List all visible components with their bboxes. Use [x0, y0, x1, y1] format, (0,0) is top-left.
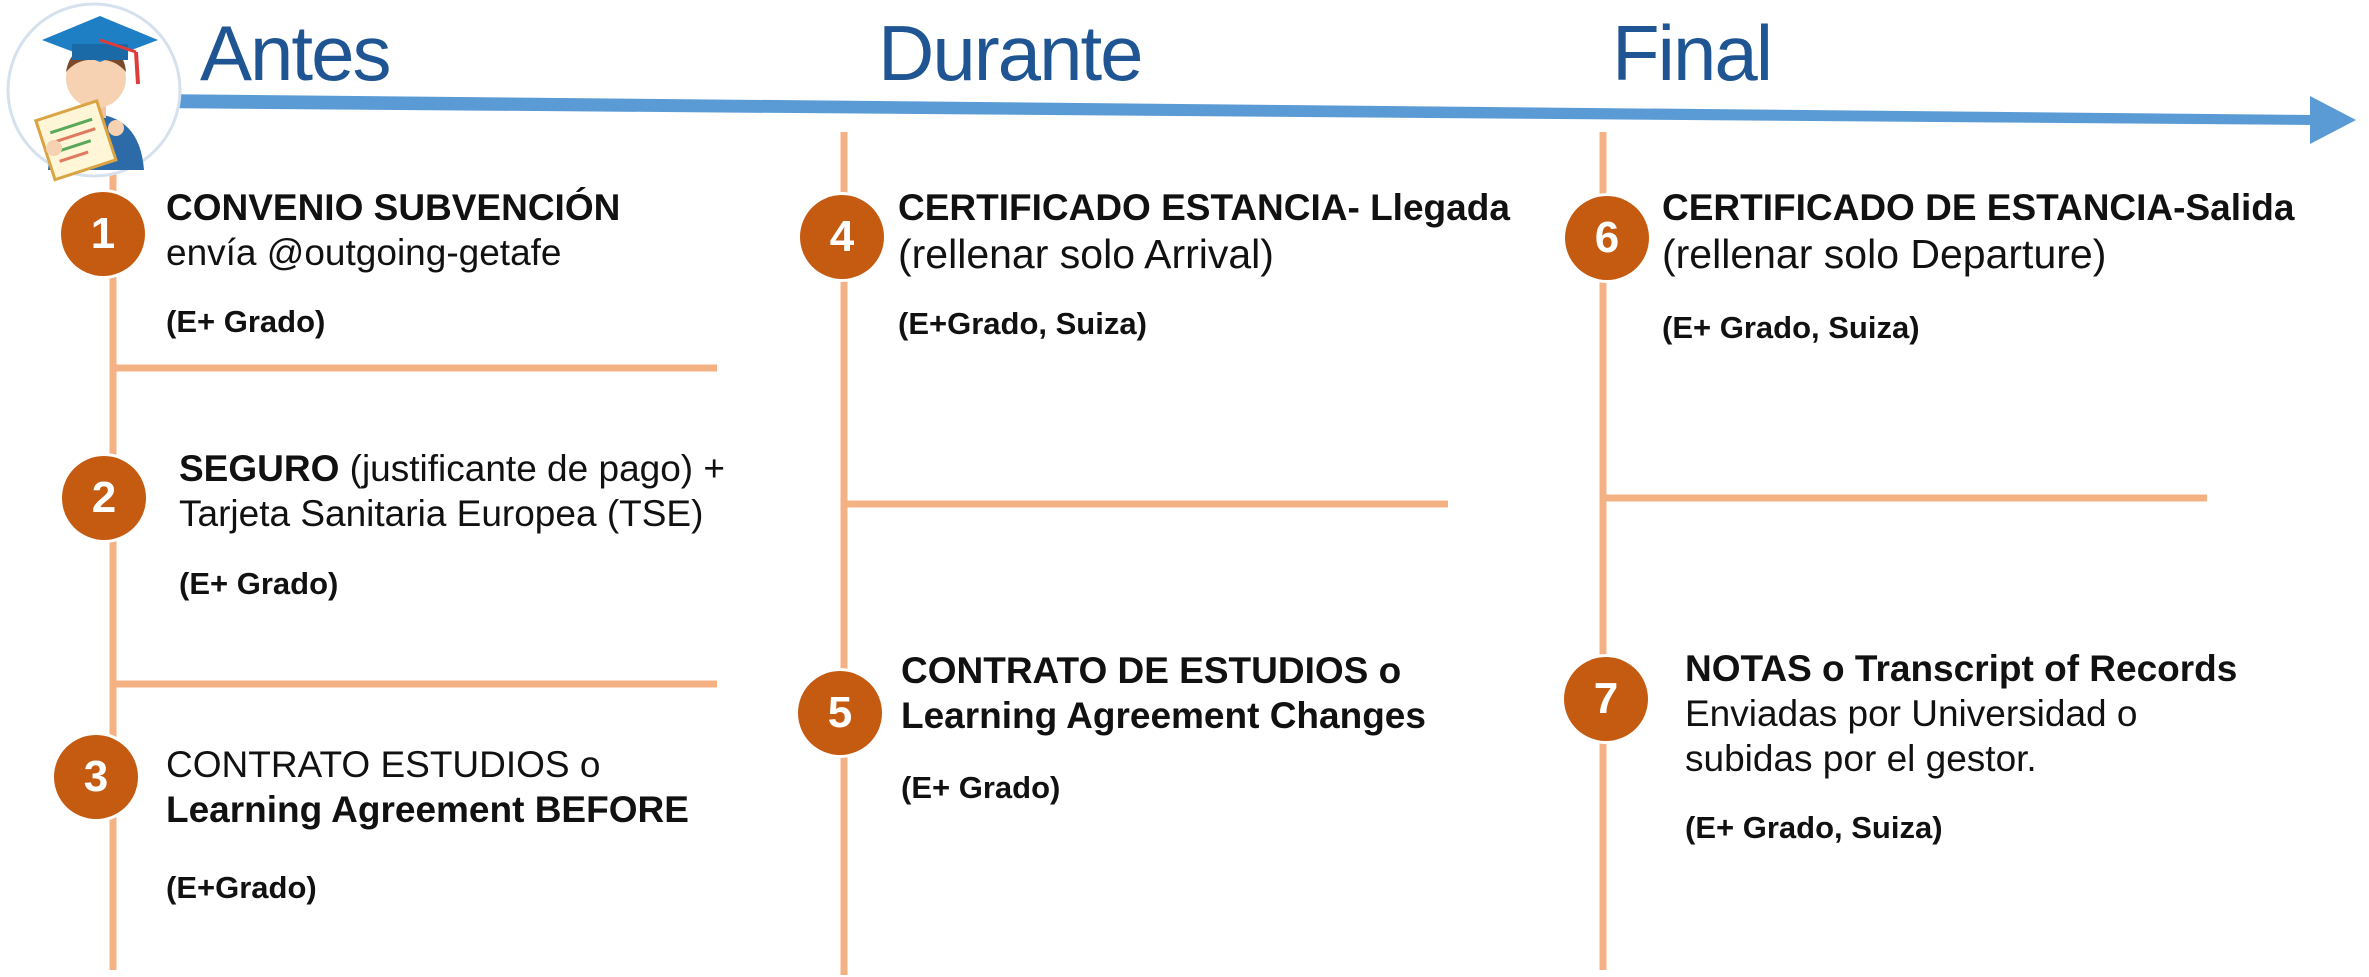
- step-6-number-badge: 6: [1565, 196, 1649, 280]
- step-3-eligibility-tag: (E+Grado): [166, 870, 317, 905]
- step-3-title: Learning Agreement BEFORE: [166, 789, 689, 830]
- step-4-card: CERTIFICADO ESTANCIA- Llegada (rellenar …: [898, 185, 1510, 342]
- step-4-number-badge: 4: [800, 195, 884, 279]
- step-7-description-line-2: subidas por el gestor.: [1685, 738, 2037, 779]
- step-7-number-badge: 7: [1564, 657, 1648, 741]
- step-5-title-continued: Learning Agreement Changes: [901, 695, 1426, 736]
- step-5-title: CONTRATO DE ESTUDIOS o: [901, 650, 1402, 691]
- step-4-title: CERTIFICADO ESTANCIA- Llegada: [898, 187, 1510, 228]
- step-2-title-line: SEGURO (justificante de pago) +: [179, 446, 725, 491]
- step-6-title: CERTIFICADO DE ESTANCIA-Salida: [1662, 187, 2295, 228]
- graduate-student-icon: [6, 2, 182, 182]
- step-1-number-badge: 1: [61, 192, 145, 276]
- step-2-number-badge: 2: [62, 456, 146, 540]
- step-2-description: Tarjeta Sanitaria Europea (TSE): [179, 493, 704, 534]
- step-3-number-badge: 3: [54, 735, 138, 819]
- step-1-description: envía @outgoing-getafe: [166, 232, 562, 273]
- step-6-description: (rellenar solo Departure): [1662, 231, 2107, 277]
- step-6-eligibility-tag: (E+ Grado, Suiza): [1662, 310, 1920, 345]
- step-1-eligibility-tag: (E+ Grado): [166, 304, 326, 339]
- step-2-title-suffix: (justificante de pago) +: [339, 448, 726, 489]
- step-2-title: SEGURO: [179, 448, 340, 489]
- step-4-eligibility-tag: (E+Grado, Suiza): [898, 306, 1147, 341]
- phase-title-durante: Durante: [878, 9, 1143, 97]
- step-5-eligibility-tag: (E+ Grado): [901, 770, 1061, 805]
- step-1-card: CONVENIO SUBVENCIÓN envía @outgoing-geta…: [166, 185, 620, 340]
- step-3-card: CONTRATO ESTUDIOS o Learning Agreement B…: [166, 742, 689, 906]
- step-3-description: CONTRATO ESTUDIOS o: [166, 744, 601, 785]
- step-7-card: NOTAS o Transcript of Records Enviadas p…: [1685, 646, 2237, 846]
- step-7-description-line-1: Enviadas por Universidad o: [1685, 693, 2138, 734]
- step-1-title: CONVENIO SUBVENCIÓN: [166, 187, 621, 228]
- step-5-card: CONTRATO DE ESTUDIOS o Learning Agreemen…: [901, 648, 1426, 806]
- step-6-card: CERTIFICADO DE ESTANCIA-Salida (rellenar…: [1662, 185, 2294, 346]
- step-2-card: SEGURO (justificante de pago) + Tarjeta …: [179, 446, 725, 602]
- step-2-eligibility-tag: (E+ Grado): [179, 566, 339, 601]
- timeline-arrow: [150, 94, 2356, 144]
- step-4-description: (rellenar solo Arrival): [898, 231, 1274, 277]
- step-5-number-badge: 5: [798, 671, 882, 755]
- step-7-title: NOTAS o Transcript of Records: [1685, 648, 2238, 689]
- phase-title-final: Final: [1612, 9, 1773, 97]
- step-7-eligibility-tag: (E+ Grado, Suiza): [1685, 810, 1943, 845]
- phase-title-antes: Antes: [200, 9, 391, 97]
